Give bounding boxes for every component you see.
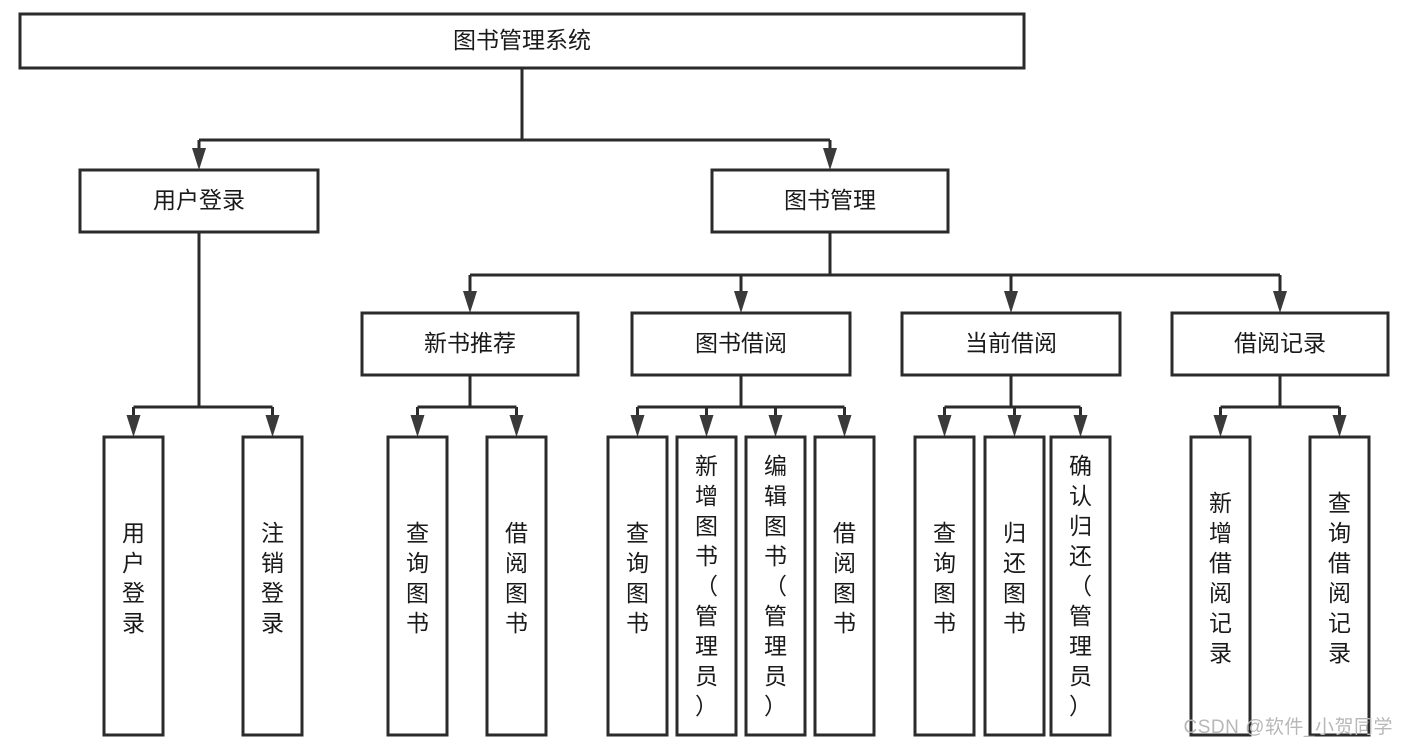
node-label-leaf-query-book-2: 查询图书 <box>626 520 649 636</box>
node-box-leaf-confirm-return <box>1049 435 1112 737</box>
node-label-leaf-query-book-3: 查询图书 <box>933 520 956 636</box>
node-current-borrow[interactable]: 当前借阅 <box>900 311 1122 377</box>
arrow-head-leaf-add-book <box>699 415 714 437</box>
node-box-leaf-borrow-book-2 <box>813 435 876 737</box>
arrow-head-leaf-query-book-1 <box>410 415 425 437</box>
node-label-book-borrow: 图书借阅 <box>695 330 787 356</box>
node-leaf-confirm-return[interactable]: 确认归还（管理员） <box>1049 435 1112 737</box>
node-root[interactable]: 图书管理系统 <box>18 12 1026 70</box>
node-leaf-user-login[interactable]: 用户登录 <box>102 435 165 737</box>
node-leaf-add-record[interactable]: 新增借阅记录 <box>1189 435 1252 737</box>
node-label-leaf-logout: 注销登录 <box>261 520 284 636</box>
arrow-head-book-borrow <box>734 291 748 313</box>
node-box-leaf-user-login <box>102 435 165 737</box>
node-label-leaf-borrow-book-2: 借阅图书 <box>833 520 856 636</box>
node-box-borrow-record <box>1170 311 1390 377</box>
arrow-head-leaf-return-book <box>1007 415 1022 437</box>
node-leaf-query-book-2[interactable]: 查询图书 <box>606 435 669 737</box>
node-box-leaf-query-book-1 <box>386 435 449 737</box>
node-label-leaf-user-login: 用户登录 <box>122 520 145 636</box>
node-leaf-query-record[interactable]: 查询借阅记录 <box>1308 435 1371 737</box>
node-box-leaf-edit-book <box>744 435 807 737</box>
node-new-book-recommend[interactable]: 新书推荐 <box>360 311 580 377</box>
arrow-head-leaf-borrow-book-1 <box>509 415 524 437</box>
arrow-head-borrow-record <box>1273 291 1287 313</box>
arrow-head-book-management <box>823 148 837 170</box>
node-leaf-edit-book[interactable]: 编辑图书（管理员） <box>744 435 807 737</box>
node-box-leaf-query-book-3 <box>913 435 976 737</box>
node-label-root: 图书管理系统 <box>453 27 591 53</box>
watermark: CSDN @软件_小贺同学 <box>1183 717 1393 738</box>
node-label-current-borrow: 当前借阅 <box>965 330 1057 356</box>
node-label-leaf-add-book: 新增图书（管理员） <box>695 453 718 719</box>
arrow-head-leaf-borrow-book-2 <box>837 415 852 437</box>
node-leaf-return-book[interactable]: 归还图书 <box>983 435 1046 737</box>
nodes-layer: 图书管理系统用户登录图书管理新书推荐图书借阅当前借阅借阅记录用户登录注销登录查询… <box>18 12 1390 737</box>
node-book-borrow[interactable]: 图书借阅 <box>630 311 852 377</box>
arrow-head-leaf-user-login <box>126 415 141 437</box>
arrow-head-user-login <box>192 148 206 170</box>
arrow-head-leaf-add-record <box>1213 415 1228 437</box>
node-leaf-query-book-1[interactable]: 查询图书 <box>386 435 449 737</box>
node-box-root <box>18 12 1026 70</box>
node-leaf-borrow-book-2[interactable]: 借阅图书 <box>813 435 876 737</box>
node-leaf-logout[interactable]: 注销登录 <box>241 435 304 737</box>
node-box-leaf-add-book <box>675 435 738 737</box>
arrow-head-leaf-query-book-3 <box>937 415 952 437</box>
node-box-leaf-add-record <box>1189 435 1252 737</box>
node-label-leaf-add-record: 新增借阅记录 <box>1209 490 1232 666</box>
node-box-user-login <box>78 168 320 234</box>
node-label-leaf-confirm-return: 确认归还（管理员） <box>1069 453 1092 719</box>
node-box-leaf-query-record <box>1308 435 1371 737</box>
node-label-leaf-query-book-1: 查询图书 <box>406 520 429 636</box>
arrow-head-leaf-query-record <box>1332 415 1347 437</box>
arrow-head-leaf-confirm-return <box>1073 415 1088 437</box>
arrow-head-current-borrow <box>1004 291 1018 313</box>
node-box-leaf-query-book-2 <box>606 435 669 737</box>
node-label-borrow-record: 借阅记录 <box>1234 330 1326 356</box>
arrow-head-leaf-logout <box>265 415 280 437</box>
node-box-new-book-recommend <box>360 311 580 377</box>
node-box-leaf-logout <box>241 435 304 737</box>
node-leaf-query-book-3[interactable]: 查询图书 <box>913 435 976 737</box>
node-label-leaf-borrow-book-1: 借阅图书 <box>505 520 528 636</box>
arrow-head-leaf-edit-book <box>768 415 783 437</box>
node-label-new-book-recommend: 新书推荐 <box>424 330 516 356</box>
node-book-management[interactable]: 图书管理 <box>710 168 950 234</box>
node-box-current-borrow <box>900 311 1122 377</box>
arrow-head-leaf-query-book-2 <box>630 415 645 437</box>
node-box-leaf-return-book <box>983 435 1046 737</box>
node-label-user-login: 用户登录 <box>153 187 245 213</box>
node-label-book-management: 图书管理 <box>784 187 876 213</box>
node-leaf-borrow-book-1[interactable]: 借阅图书 <box>485 435 548 737</box>
edges-layer <box>126 68 1347 437</box>
node-label-leaf-edit-book: 编辑图书（管理员） <box>764 453 787 719</box>
node-user-login[interactable]: 用户登录 <box>78 168 320 234</box>
node-label-leaf-return-book: 归还图书 <box>1003 520 1026 636</box>
node-borrow-record[interactable]: 借阅记录 <box>1170 311 1390 377</box>
node-label-leaf-query-record: 查询借阅记录 <box>1328 490 1351 666</box>
arrow-head-new-book-recommend <box>463 291 477 313</box>
node-box-book-management <box>710 168 950 234</box>
node-box-leaf-borrow-book-1 <box>485 435 548 737</box>
node-leaf-add-book[interactable]: 新增图书（管理员） <box>675 435 738 737</box>
node-box-book-borrow <box>630 311 852 377</box>
